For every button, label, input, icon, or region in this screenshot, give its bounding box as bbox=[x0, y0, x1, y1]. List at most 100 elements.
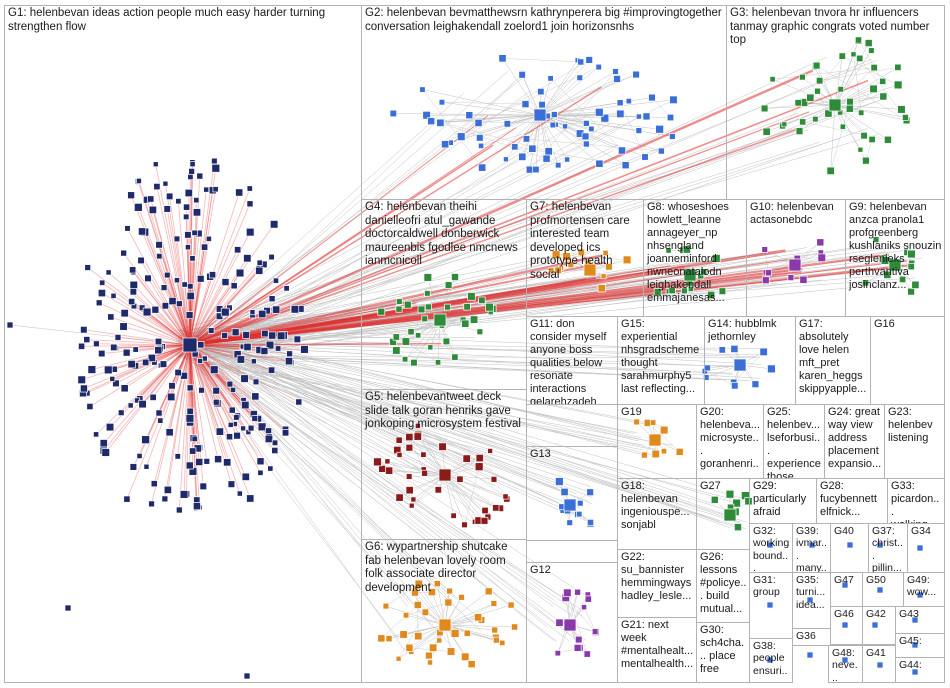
group-g22: G22: su_bannister hemmingways hadley_les… bbox=[617, 549, 697, 618]
group-g2-label: G2: helenbevan bevmatthewsrn kathrynpere… bbox=[365, 7, 724, 34]
group-g34: G34 bbox=[907, 523, 945, 573]
group-g16-label: G16 bbox=[874, 318, 942, 331]
group-g46-label: G46 bbox=[834, 608, 860, 620]
group-g28: G28: fucybennett elfnick... bbox=[816, 478, 888, 524]
group-g35: G35: turni... idea... bbox=[792, 572, 831, 629]
group-g50-label: G50 bbox=[866, 574, 901, 586]
group-g40: G40 bbox=[830, 523, 869, 573]
group-g10: G10: helenbevan actasonebdc bbox=[746, 199, 846, 317]
group-g25: G25: helenbev... lseforbusi... experienc… bbox=[763, 404, 825, 479]
group-g43-label: G43 bbox=[899, 608, 942, 620]
group-g26-label: G26: lessons #policye... build mutual... bbox=[700, 551, 747, 616]
group-g49-label: G49: wow... bbox=[907, 574, 942, 599]
group-g13: G13 bbox=[526, 446, 618, 541]
group-g30-label: G30: sch4cha... place free bbox=[700, 624, 747, 676]
group-g29-label: G29: particularly afraid bbox=[753, 480, 814, 519]
group-g44-label: G44: bbox=[899, 659, 942, 671]
group-g1: G1: helenbevan ideas action people much … bbox=[4, 5, 362, 683]
group-g20-label: G20: helenbeva... microsyste... goranhen… bbox=[700, 406, 761, 479]
group-g23-label: G23: helenbev listening bbox=[888, 406, 942, 445]
group-g8: G8: whoseshoes howlett_leanne annageyer_… bbox=[643, 199, 747, 317]
group-g48: G48: neve... bbox=[828, 645, 863, 683]
group-g29: G29: particularly afraid bbox=[749, 478, 817, 524]
group-g32: G32: working bound... bbox=[749, 523, 793, 573]
group-g32-label: G32: working bound... bbox=[753, 525, 790, 573]
group-g28-label: G28: fucybennett elfnick... bbox=[820, 480, 885, 519]
group-g7: G7: helenbevan profmortensen care intere… bbox=[526, 199, 644, 317]
group-g49: G49: wow... bbox=[903, 572, 945, 607]
group-g27-label: G27 bbox=[700, 480, 747, 493]
group-g4: G4: helenbevan theihi danielleofri atul_… bbox=[361, 199, 527, 390]
group-g24-label: G24: great way view address placement ex… bbox=[828, 406, 882, 471]
group-g48-label: G48: neve... bbox=[832, 647, 860, 683]
group-g19: G19 bbox=[617, 404, 697, 479]
group-g12: G12 bbox=[526, 562, 618, 683]
group-g11: G11: don consider myself anyone boss qua… bbox=[526, 316, 618, 405]
group-g33: G33: picardon... walking... bbox=[887, 478, 945, 524]
group-g25-label: G25: helenbev... lseforbusi... experienc… bbox=[767, 406, 822, 479]
group-g12-label: G12 bbox=[530, 564, 615, 577]
group-g5: G5: helenbevantweet deck slide talk gora… bbox=[361, 389, 527, 540]
group-g16: G16 bbox=[870, 316, 945, 405]
group-g6-label: G6: wypartnership shutcake fab helenbeva… bbox=[365, 541, 524, 595]
group-g20: G20: helenbeva... microsyste... goranhen… bbox=[696, 404, 764, 479]
group-g38-label: G38: people ensuri... bbox=[753, 640, 790, 683]
group-g15: G15: experiential nhsgradscheme thought … bbox=[617, 316, 705, 405]
group-g35-label: G35: turni... idea... bbox=[796, 574, 828, 611]
group-g47-label: G47 bbox=[834, 574, 860, 586]
group-g17: G17: absolutely love helen mft_pret kare… bbox=[795, 316, 871, 405]
group-g22-label: G22: su_bannister hemmingways hadley_les… bbox=[621, 551, 694, 603]
group-g17-label: G17: absolutely love helen mft_pret kare… bbox=[799, 318, 868, 396]
group-g3-label: G3: helenbevan tnvora hr influencers tan… bbox=[730, 7, 942, 48]
group-g10-label: G10: helenbevan actasonebdc bbox=[750, 201, 843, 227]
group-g40-label: G40 bbox=[834, 525, 866, 537]
group-g21: G21: next week #mentalhealt... mentalhea… bbox=[617, 617, 697, 683]
group-g37-label: G37: christ... pillin... bbox=[872, 525, 905, 573]
group-g24: G24: great way view address placement ex… bbox=[824, 404, 885, 479]
group-g5-label: G5: helenbevantweet deck slide talk gora… bbox=[365, 391, 524, 432]
group-g14: G14: hubblmk jethornley bbox=[704, 316, 796, 405]
network-node bbox=[807, 652, 813, 658]
group-g50: G50 bbox=[862, 572, 904, 607]
group-g43: G43 bbox=[895, 606, 945, 634]
group-g9: G9: helenbevan anzca pranola1 profgreenb… bbox=[845, 199, 945, 317]
group-g21-label: G21: next week #mentalhealt... mentalhea… bbox=[621, 619, 694, 671]
group-g41-label: G41 bbox=[866, 647, 893, 659]
group-g6: G6: wypartnership shutcake fab helenbeva… bbox=[361, 539, 527, 683]
group-g31: G31: group bbox=[749, 572, 793, 639]
group-g38: G38: people ensuri... bbox=[749, 638, 793, 683]
group-g8-label: G8: whoseshoes howlett_leanne annageyer_… bbox=[647, 201, 744, 305]
group-g31-label: G31: group bbox=[753, 574, 790, 599]
group-g30: G30: sch4cha... place free bbox=[696, 622, 750, 683]
group-g27: G27 bbox=[696, 478, 750, 550]
group-g37: G37: christ... pillin... bbox=[868, 523, 908, 573]
group-g39: G39: ivmar... many... bbox=[792, 523, 831, 573]
group-g19-label: G19 bbox=[621, 406, 694, 419]
group-g11-label: G11: don consider myself anyone boss qua… bbox=[530, 318, 615, 405]
group-g18: G18: helenbevan ingeniouspe... sonjabl bbox=[617, 478, 697, 550]
group-g14-label: G14: hubblmk jethornley bbox=[708, 318, 793, 344]
group-g7-label: G7: helenbevan profmortensen care intere… bbox=[530, 201, 641, 282]
group-g44: G44: bbox=[895, 657, 945, 683]
group-g26: G26: lessons #policye... build mutual... bbox=[696, 549, 750, 623]
group-g9-label: G9: helenbevan anzca pranola1 profgreenb… bbox=[849, 201, 942, 292]
group-g45-label: G45: bbox=[899, 635, 942, 647]
group-g13-label: G13 bbox=[530, 448, 615, 461]
group-g2: G2: helenbevan bevmatthewsrn kathrynpere… bbox=[361, 5, 727, 200]
group-g4-label: G4: helenbevan theihi danielleofri atul_… bbox=[365, 201, 524, 269]
group-g41: G41 bbox=[862, 645, 896, 683]
group-g36: G36 bbox=[792, 628, 831, 646]
group-g33-label: G33: picardon... walking... bbox=[891, 480, 942, 524]
group-g39-label: G39: ivmar... many... bbox=[796, 525, 828, 573]
group-g18-label: G18: helenbevan ingeniouspe... sonjabl bbox=[621, 480, 694, 532]
group-g47: G47 bbox=[830, 572, 863, 607]
group-g34-label: G34 bbox=[911, 525, 942, 537]
group-g42-label: G42 bbox=[866, 608, 893, 620]
group-g42: G42 bbox=[862, 606, 896, 645]
group-g46: G46 bbox=[830, 606, 863, 645]
group-g15-label: G15: experiential nhsgradscheme thought … bbox=[621, 318, 702, 396]
group-g1-label: G1: helenbevan ideas action people much … bbox=[8, 7, 359, 34]
group-g45: G45: bbox=[895, 633, 945, 658]
group-g23: G23: helenbev listening bbox=[884, 404, 945, 479]
group-g36-label: G36 bbox=[796, 630, 828, 642]
